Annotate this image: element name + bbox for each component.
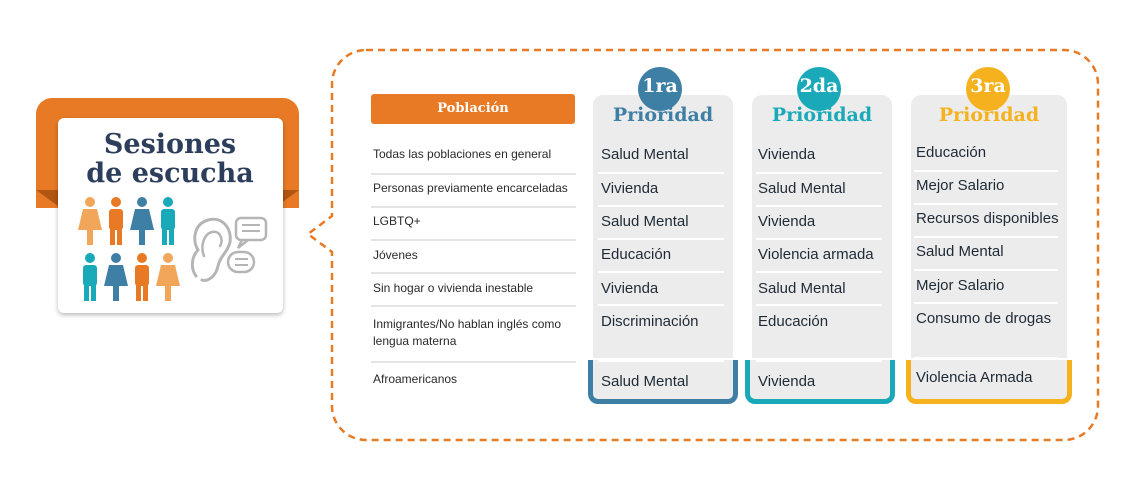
priority-2-cell: Vivienda <box>758 373 816 390</box>
priority-3-cell: Mejor Salario <box>916 177 1005 194</box>
cell-divider <box>756 172 882 174</box>
card-title: Sesiones de escucha <box>0 130 340 188</box>
speech-bubble-icon <box>226 250 256 274</box>
population-item: LGBTQ+ <box>373 214 421 228</box>
cell-divider <box>914 170 1058 172</box>
dashed-callout-frame <box>305 48 1100 442</box>
row-divider <box>371 206 576 208</box>
cell-divider <box>756 271 882 273</box>
cell-divider <box>598 205 724 207</box>
person-figure <box>130 197 154 245</box>
cell-divider <box>914 236 1058 238</box>
priority-3-title: Prioridad <box>938 104 1040 126</box>
population-item: Jóvenes <box>373 248 418 262</box>
priority-2-column-footer <box>745 360 895 404</box>
priority-2-cell: Salud Mental <box>758 280 846 297</box>
row-divider <box>371 173 576 175</box>
priority-1-column-footer <box>588 360 738 404</box>
cell-divider <box>756 238 882 240</box>
row-divider <box>371 361 576 363</box>
priority-2-cell: Vivienda <box>758 146 816 163</box>
row-divider <box>371 239 576 241</box>
ear-icon <box>190 216 268 282</box>
cell-divider <box>598 304 724 306</box>
cell-divider <box>598 172 724 174</box>
priority-3-badge: 3ra <box>966 67 1010 111</box>
priority-1-cell: Salud Mental <box>601 146 689 163</box>
priority-2-title: Prioridad <box>771 104 873 126</box>
cell-divider <box>756 304 882 306</box>
priority-1-cell: Salud Mental <box>601 373 689 390</box>
ribbon-fold-left <box>36 190 58 206</box>
cell-divider <box>598 360 724 362</box>
people-icon <box>78 197 180 301</box>
person-figure <box>83 253 97 301</box>
person-figure <box>135 253 149 301</box>
card-title-line-2: de escucha <box>86 158 254 189</box>
person-figure <box>104 253 128 301</box>
priority-1-badge: 1ra <box>638 67 682 111</box>
priority-3-cell: Educación <box>916 144 987 161</box>
priority-2-cell: Educación <box>758 313 829 330</box>
row-divider <box>371 272 576 274</box>
population-item: Personas previamente encarceladas <box>373 181 568 195</box>
person-figure <box>78 197 102 245</box>
priority-2-column <box>752 95 892 358</box>
priority-3-cell: Recursos disponibles <box>916 210 1059 227</box>
priority-3-cell: Salud Mental <box>916 243 1004 260</box>
cell-divider <box>756 360 882 362</box>
priority-3-cell: Violencia Armada <box>916 369 1033 386</box>
population-item: Todas las poblaciones en general <box>373 147 552 161</box>
priority-1-column <box>593 95 733 358</box>
person-figure <box>109 197 123 245</box>
population-header: Población <box>371 94 575 124</box>
priority-1-title: Prioridad <box>612 104 714 126</box>
priority-2-cell: Vivienda <box>758 213 816 230</box>
priority-3-cell: Mejor Salario <box>916 277 1005 294</box>
card-title-line-1: Sesiones <box>103 129 237 160</box>
priority-2-cell: Salud Mental <box>758 180 846 197</box>
cell-divider <box>914 357 1058 359</box>
priority-1-cell: Vivienda <box>601 180 659 197</box>
speech-bubble-icon <box>234 216 268 249</box>
cell-divider <box>914 203 1058 205</box>
person-figure <box>161 197 175 245</box>
person-figure <box>156 253 180 301</box>
priority-1-cell: Discriminación <box>601 313 699 330</box>
population-item: Sin hogar o vivienda inestable <box>373 281 534 295</box>
priority-3-cell: Consumo de drogas <box>916 310 1052 327</box>
cell-divider <box>914 302 1058 304</box>
priority-1-cell: Educación <box>601 246 672 263</box>
cell-divider <box>914 269 1058 271</box>
priority-1-cell: Salud Mental <box>601 213 689 230</box>
priority-2-cell: Violencia armada <box>758 246 874 263</box>
priority-3-column-footer <box>906 360 1072 404</box>
population-item: Afroamericanos <box>373 372 458 386</box>
priority-2-badge: 2da <box>797 67 841 111</box>
cell-divider <box>598 238 724 240</box>
row-divider <box>371 305 576 307</box>
cell-divider <box>756 205 882 207</box>
cell-divider <box>598 271 724 273</box>
priority-3-column <box>911 95 1067 358</box>
population-item: Inmigrantes/No hablan inglés como lengua… <box>373 317 562 348</box>
priority-1-cell: Vivienda <box>601 280 659 297</box>
